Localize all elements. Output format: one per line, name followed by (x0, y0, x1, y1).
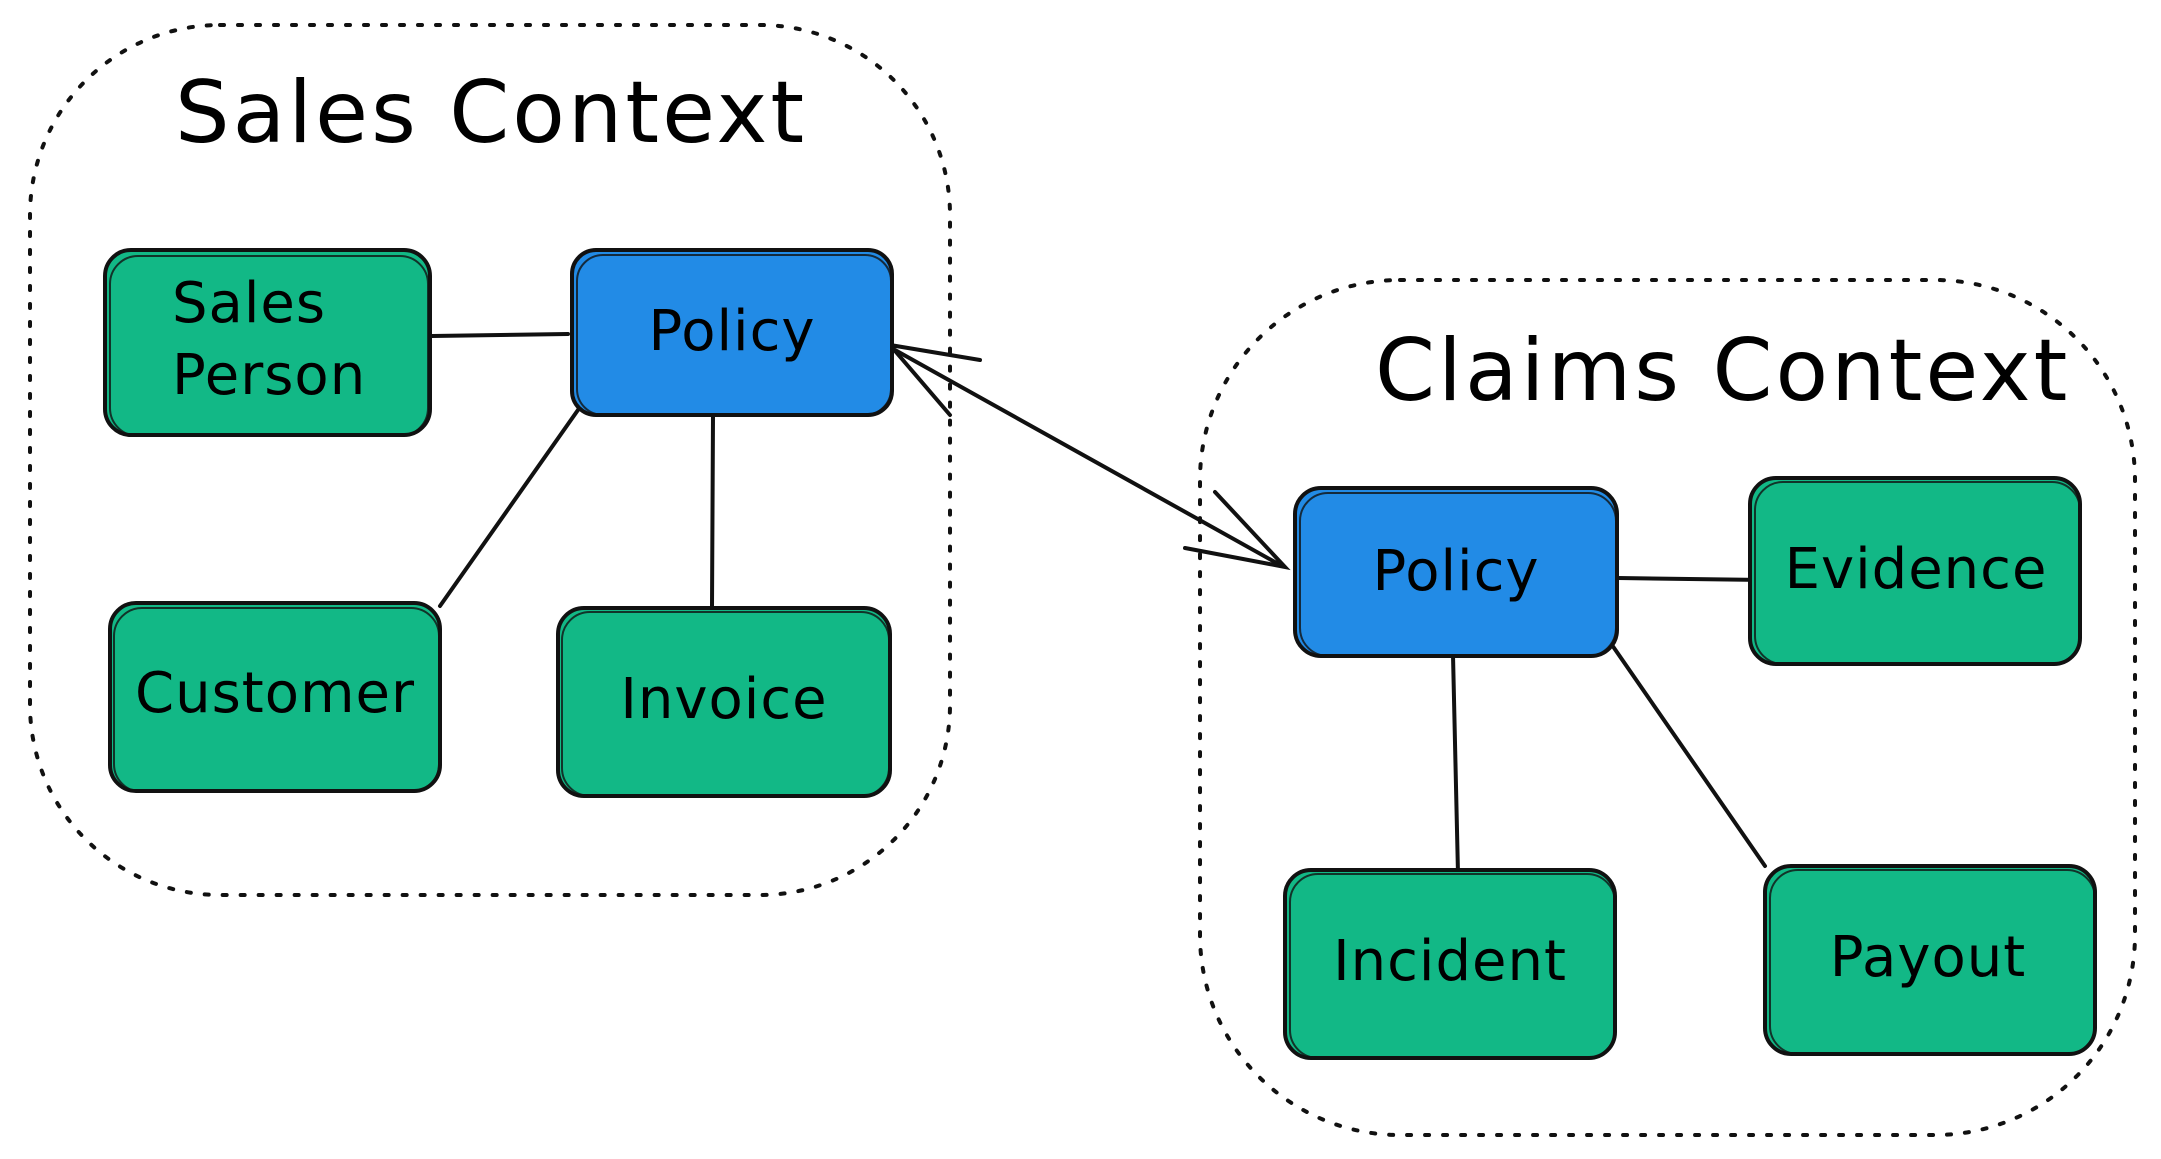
edge-salesperson-policy (430, 332, 570, 338)
claims-context-title: Claims Context (1375, 321, 2070, 421)
node-evidence-sketch (1754, 481, 2081, 665)
node-incident[interactable]: Incident (1283, 868, 1617, 1060)
node-sales-person[interactable]: Sales Person (103, 248, 432, 437)
node-sales-policy[interactable]: Policy (570, 248, 894, 417)
sales-context-title: Sales Context (175, 63, 807, 163)
node-sales-policy-sketch (576, 254, 892, 416)
node-payout-sketch (1769, 869, 2096, 1055)
node-sales-person-label-line-2: Person (172, 343, 366, 408)
edge-claims-policy-evidence (1616, 576, 1767, 582)
node-claims-policy-sketch (1299, 492, 1617, 657)
sales-context-boundary (28, 23, 952, 897)
edge-claims-policy-payout (1610, 643, 1767, 868)
node-payout-label: Payout (1830, 925, 2026, 990)
node-customer-label: Customer (135, 661, 415, 726)
node-customer-sketch (113, 607, 440, 793)
node-claims-policy-label: Policy (1372, 539, 1539, 604)
edge-claims-policy-incident (1451, 653, 1460, 876)
arrowhead-claims-policy (1183, 490, 1291, 571)
node-evidence-label: Evidence (1785, 537, 2048, 602)
node-invoice-label: Invoice (620, 667, 827, 732)
node-evidence[interactable]: Evidence (1748, 476, 2082, 666)
node-sales-policy-label: Policy (648, 299, 815, 364)
edge-sales-policy-claims-policy (893, 348, 1284, 568)
node-payout[interactable]: Payout (1763, 864, 2097, 1056)
node-claims-policy[interactable]: Policy (1293, 486, 1619, 658)
node-customer[interactable]: Customer (108, 601, 442, 793)
node-invoice[interactable]: Invoice (556, 606, 892, 798)
edge-policy-customer (438, 398, 587, 608)
node-sales-person-sketch (109, 255, 429, 437)
edge-policy-invoice (710, 414, 715, 608)
node-incident-sketch (1289, 873, 1616, 1059)
node-invoice-sketch (561, 611, 890, 797)
node-sales-person-label: Sales (172, 271, 326, 336)
node-incident-label: Incident (1333, 929, 1567, 994)
